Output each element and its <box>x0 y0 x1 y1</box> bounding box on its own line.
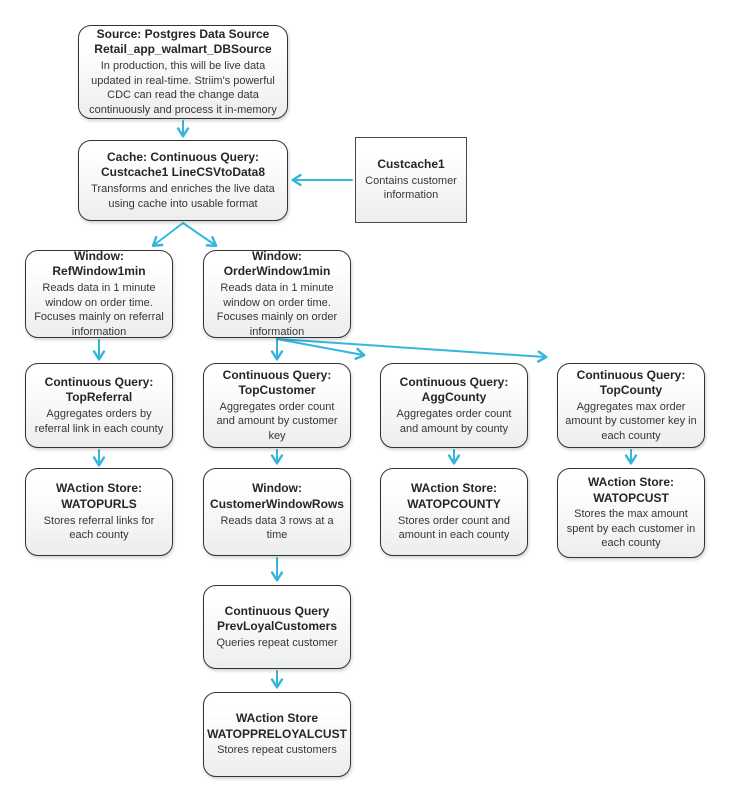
node-watopcounty-body: Stores order count and amount in each co… <box>398 514 510 542</box>
node-watopurls-title: WAction Store: WATOPURLS <box>56 481 142 511</box>
node-topreferral-body: Aggregates orders by referral link in ea… <box>34 408 164 435</box>
node-orderwindow1min-title: Window: OrderWindow1min <box>223 248 331 279</box>
node-prevloyalcustomers: Continuous Query PrevLoyalCustomers Quer… <box>203 585 351 669</box>
node-orderwindow1min: Window: OrderWindow1min Reads data in 1 … <box>203 248 351 338</box>
node-custcache1-body: Contains customer information <box>365 174 457 202</box>
node-watopurls-body: Stores referral links for each county <box>43 514 155 542</box>
node-customerwindowrows-title: Window: CustomerWindowRows <box>210 481 344 511</box>
arrow-orderwindow-to-topcounty <box>276 338 548 363</box>
node-source-postgres-title: Source: Postgres Data Source Retail_app_… <box>94 26 272 57</box>
node-custcache1: Custcache1 Contains customer information <box>355 137 467 223</box>
node-refwindow1min-title: Window: RefWindow1min <box>52 248 146 279</box>
node-topcustomer-title: Continuous Query: TopCustomer <box>222 367 332 398</box>
node-watoppreloyalcust-title: WAction Store WATOPPRELOYALCUST <box>207 711 347 741</box>
node-refwindow1min: Window: RefWindow1min Reads data in 1 mi… <box>25 248 173 338</box>
node-topcounty-title: Continuous Query: TopCounty <box>576 367 686 398</box>
node-topcustomer: Continuous Query: TopCustomer Aggregates… <box>203 363 351 448</box>
node-watopurls: WAction Store: WATOPURLS Stores referral… <box>25 468 173 556</box>
node-cache-continuous-query: Cache: Continuous Query: Custcache1 Line… <box>78 140 288 221</box>
node-watopcust: WAction Store: WATOPCUST Stores the max … <box>557 468 705 558</box>
node-watoppreloyalcust: WAction Store WATOPPRELOYALCUST Stores r… <box>203 692 351 777</box>
node-refwindow1min-body: Reads data in 1 minute window on order t… <box>34 282 164 338</box>
node-prevloyalcustomers-title: Continuous Query PrevLoyalCustomers <box>216 603 338 634</box>
node-watopcust-title: WAction Store: WATOPCUST <box>588 475 674 505</box>
node-customerwindowrows-body: Reads data 3 rows at a time <box>220 514 334 542</box>
node-watopcounty: WAction Store: WATOPCOUNTY Stores order … <box>380 468 528 556</box>
node-orderwindow1min-body: Reads data in 1 minute window on order t… <box>216 282 338 338</box>
node-topcounty-body: Aggregates max order amount by customer … <box>565 400 697 442</box>
node-watopcounty-title: WAction Store: WATOPCOUNTY <box>407 481 501 511</box>
node-topcustomer-body: Aggregates order count and amount by cus… <box>216 400 338 442</box>
node-aggcounty-body: Aggregates order count and amount by cou… <box>396 408 512 435</box>
node-source-postgres-body: In production, this will be live data up… <box>89 60 277 116</box>
node-topcounty: Continuous Query: TopCounty Aggregates m… <box>557 363 705 448</box>
node-cache-title: Cache: Continuous Query: Custcache1 Line… <box>100 149 266 180</box>
node-aggcounty: Continuous Query: AggCounty Aggregates o… <box>380 363 528 448</box>
node-prevloyalcustomers-body: Queries repeat customer <box>216 636 338 649</box>
arrow-orderwindow-to-aggcounty <box>276 338 366 360</box>
node-aggcounty-title: Continuous Query: AggCounty <box>399 374 509 405</box>
node-cache-body: Transforms and enriches the live data us… <box>91 183 275 210</box>
node-source-postgres: Source: Postgres Data Source Retail_app_… <box>78 25 288 119</box>
node-custcache1-title: Custcache1 <box>377 157 445 172</box>
node-customerwindowrows: Window: CustomerWindowRows Reads data 3 … <box>203 468 351 556</box>
node-watoppreloyalcust-body: Stores repeat customers <box>217 744 337 757</box>
arrow-cache-to-orderwindow <box>182 222 218 247</box>
node-topreferral: Continuous Query: TopReferral Aggregates… <box>25 363 173 448</box>
node-watopcust-body: Stores the max amount spent by each cust… <box>566 508 696 550</box>
arrow-cache-to-refwindow <box>151 222 184 248</box>
node-topreferral-title: Continuous Query: TopReferral <box>44 374 154 405</box>
